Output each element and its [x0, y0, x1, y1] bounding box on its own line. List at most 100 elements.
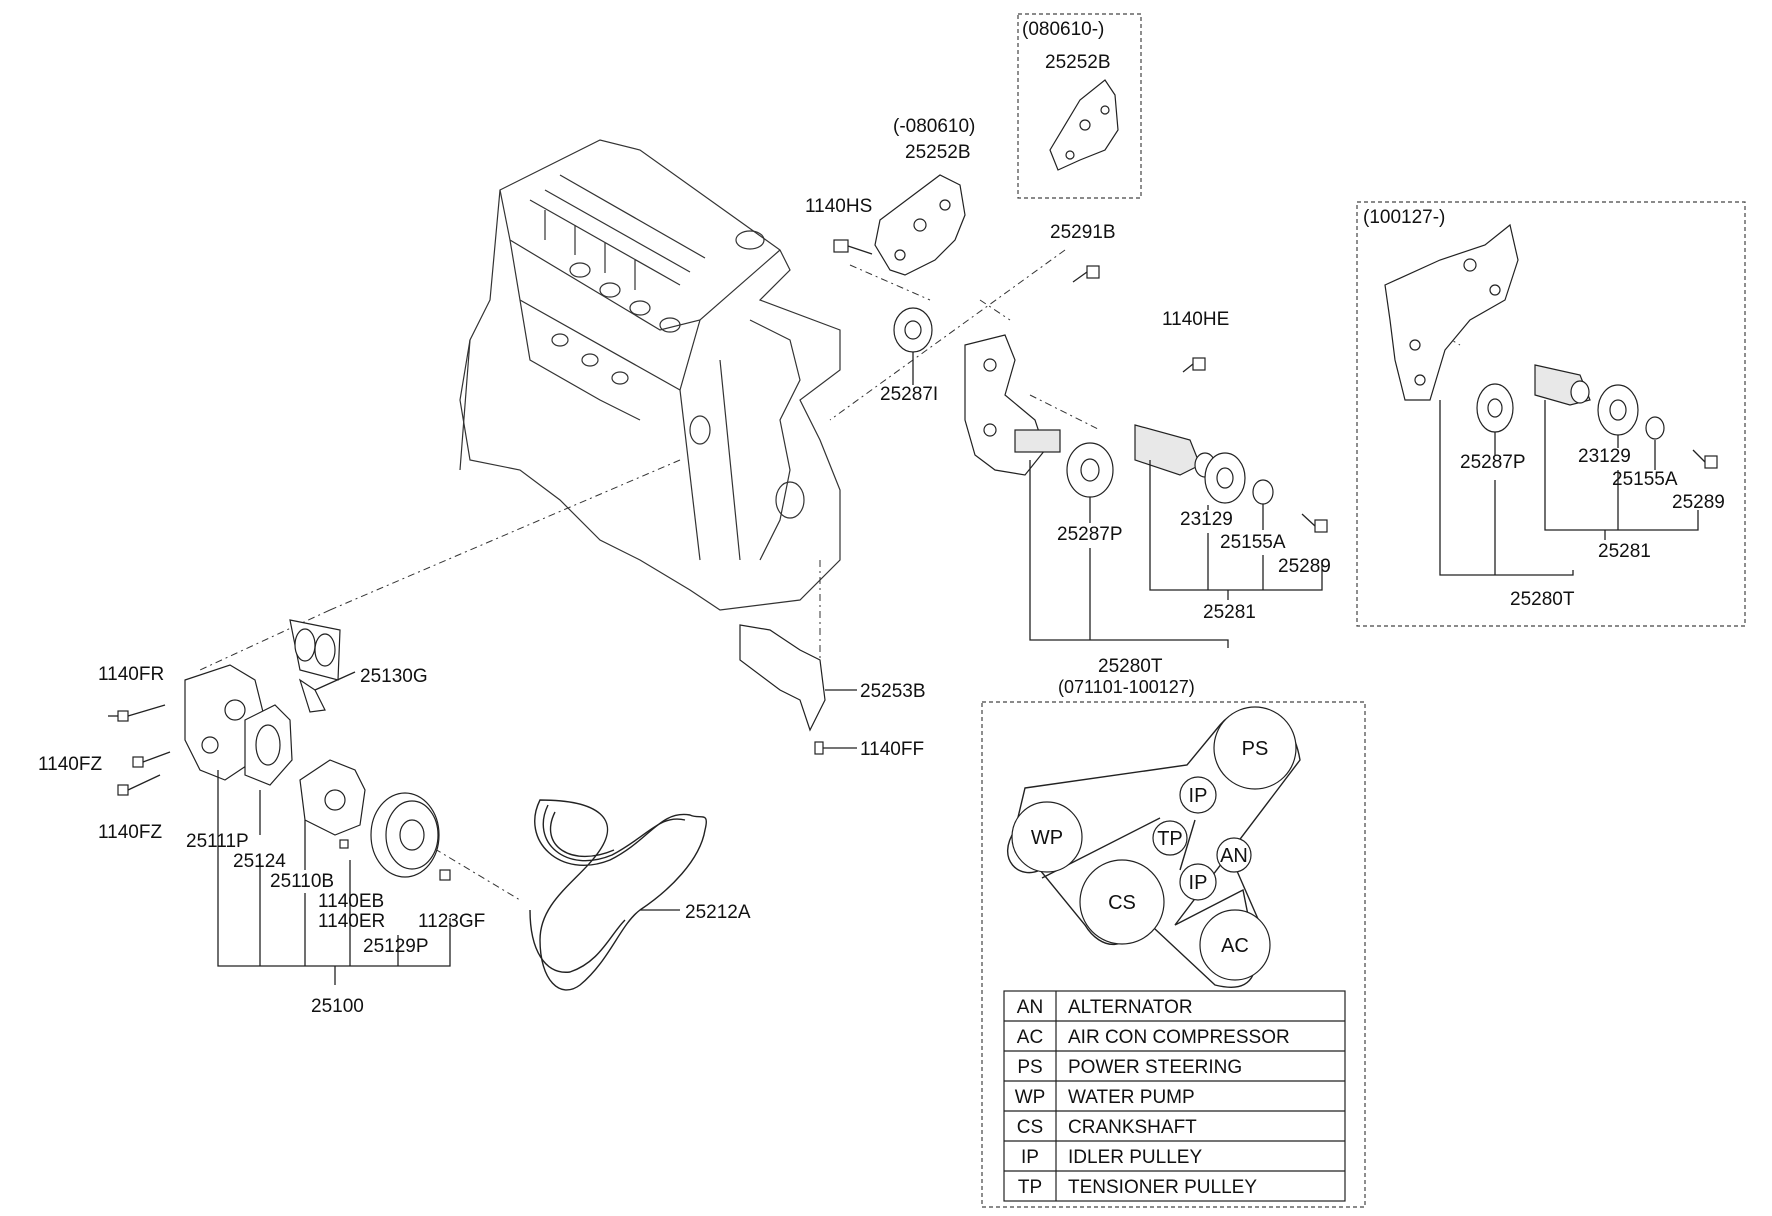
label-25100: 25100 [311, 996, 364, 1017]
pulley-ip-mid [1179, 863, 1217, 901]
pulley-tp [1152, 820, 1188, 856]
pulley-ps [1213, 706, 1297, 790]
pulley-ip-top [1179, 776, 1217, 814]
label-25287P-main: 25287P [1057, 524, 1123, 545]
gasket-25130G [289, 619, 341, 713]
pulley-tp-label: TP [1157, 828, 1183, 850]
label-25252B-early-date: (-080610) [893, 116, 975, 137]
pulley-ac-label: AC [1221, 935, 1249, 957]
leader-lines [108, 352, 1699, 985]
label-25289-later: 25289 [1672, 492, 1725, 513]
pulley-an-label: AN [1220, 845, 1248, 867]
label-1140EB: 1140EB [318, 891, 384, 912]
legend-name: WATER PUMP [1068, 1087, 1195, 1108]
label-1140FF: 1140FF [860, 739, 924, 760]
legend-table: AN ALTERNATOR AC AIR CON COMPRESSOR PS P… [1003, 990, 1346, 1202]
bolt-25289-main [1301, 513, 1328, 533]
label-25280T-later: 25280T [1510, 589, 1575, 610]
label-25124: 25124 [233, 851, 286, 872]
pulley-ac [1199, 909, 1271, 981]
label-25155A-later: 25155A [1612, 469, 1678, 490]
belt-routing-box [981, 701, 1366, 1208]
bracket-25252B-early [874, 174, 966, 276]
pulley-cs [1079, 859, 1165, 945]
legend-name: IDLER PULLEY [1068, 1147, 1202, 1168]
label-25281-later: 25281 [1598, 541, 1651, 562]
cap-25155A-main [1252, 479, 1274, 505]
tensioner-25281-later [1534, 364, 1591, 406]
tensioner-bracket-later [1384, 223, 1519, 401]
bracket-25252B-late [1049, 79, 1119, 171]
label-1123GF: 1123GF [418, 911, 485, 932]
idler-pulley-25287I [893, 307, 933, 353]
label-25252B-early: 25252B [905, 142, 971, 163]
legend-name: CRANKSHAFT [1068, 1117, 1197, 1138]
label-25130G: 25130G [360, 666, 428, 687]
label-25287I: 25287I [880, 384, 938, 405]
label-25287P-later: 25287P [1460, 452, 1526, 473]
tensioner-bracket-main [964, 334, 1061, 476]
label-1140ER: 1140ER [318, 911, 385, 932]
legend-name: TENSIONER PULLEY [1068, 1177, 1257, 1198]
water-pump-25110B [299, 759, 366, 836]
engine-block [459, 139, 841, 611]
bolt-1140HS [833, 239, 873, 255]
legend-code: AC [1017, 1027, 1043, 1048]
callout-labels: 1140HS (-080610) 25252B (080610-) 25252B… [38, 19, 1725, 1017]
legend-code: CS [1017, 1117, 1043, 1138]
bolts-1140FR-1140FZ [117, 704, 451, 881]
gasket-25124 [244, 704, 293, 786]
label-25281-main: 25281 [1203, 602, 1256, 623]
label-25280T-main-date: (071101-100127) [1058, 677, 1195, 697]
pulley-cs-label: CS [1108, 892, 1136, 914]
label-25289-main: 25289 [1278, 556, 1331, 577]
label-25129P: 25129P [363, 936, 429, 957]
label-variant-100127: (100127-) [1363, 207, 1445, 228]
label-25155A-main: 25155A [1220, 532, 1286, 553]
pulley-25287P-later [1476, 383, 1514, 433]
bolt-25289-later [1692, 449, 1718, 469]
label-25110B: 25110B [270, 871, 334, 892]
label-1140HS: 1140HS [805, 196, 872, 217]
legend-frame [1003, 990, 1346, 1202]
bolt-25291B [1072, 265, 1100, 283]
legend-name: POWER STEERING [1068, 1057, 1242, 1078]
belt-routing-diagram: PS IP WP TP AN IP CS AC [1007, 706, 1301, 988]
legend-code: IP [1021, 1147, 1039, 1168]
label-1140HE: 1140HE [1162, 309, 1229, 330]
bolt-1140HE [1182, 357, 1206, 373]
legend-code: AN [1017, 997, 1043, 1018]
pulley-ip-mid-label: IP [1189, 872, 1208, 894]
legend-name: ALTERNATOR [1068, 997, 1193, 1018]
pulley-23129-later [1597, 384, 1639, 436]
belt-25212A [529, 799, 707, 991]
label-1140FZ-lower: 1140FZ [98, 822, 162, 843]
pulley-ps-label: PS [1242, 738, 1269, 760]
legend-code: PS [1017, 1057, 1042, 1078]
label-1140FZ-upper: 1140FZ [38, 754, 102, 775]
legend-code: WP [1015, 1087, 1046, 1108]
label-25291B: 25291B [1050, 222, 1116, 243]
variant-box-100127 [1356, 201, 1746, 627]
variant-box-080610 [1017, 13, 1142, 199]
label-23129-later: 23129 [1578, 446, 1631, 467]
pulley-wp-label: WP [1031, 827, 1063, 849]
legend-code: TP [1018, 1177, 1042, 1198]
pulley-ip-top-label: IP [1189, 785, 1208, 807]
pulley-an [1216, 837, 1252, 873]
label-1140FR: 1140FR [98, 664, 164, 685]
label-23129-main: 23129 [1180, 509, 1233, 530]
legend-name: AIR CON COMPRESSOR [1068, 1027, 1290, 1048]
pulley-25287P-main [1066, 442, 1114, 498]
label-25111P: 25111P [186, 831, 249, 852]
pump-pulley-25129P [370, 792, 440, 878]
cap-25155A-later [1645, 416, 1665, 440]
tensioner-25281-main [1134, 424, 1216, 478]
bracket-25253B [739, 624, 826, 755]
label-25252B-late: 25252B [1045, 52, 1111, 73]
label-25252B-late-date: (080610-) [1022, 19, 1104, 40]
label-25212A: 25212A [685, 902, 751, 923]
pulley-23129-main [1204, 452, 1246, 504]
